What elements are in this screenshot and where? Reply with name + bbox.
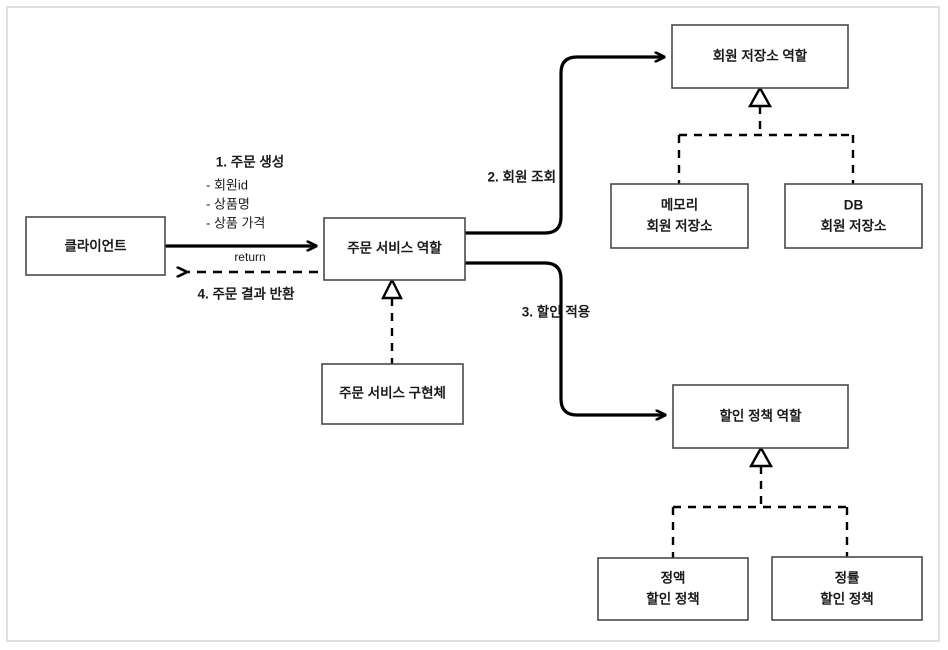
step1-detail-item-name: - 상품명 — [206, 196, 250, 211]
flow-arrow-step2-find-member — [465, 57, 664, 235]
realization-triangle-order-service — [381, 277, 403, 300]
step1-detail-item-price: - 상품 가격 — [206, 215, 265, 230]
node-fixed-discount-policy[interactable]: 정액 할인 정책 — [597, 557, 749, 621]
realization-triangle-discount-policy — [748, 445, 774, 468]
step-label-1-create-order: 1. 주문 생성 — [216, 155, 284, 170]
step-label-4-return-result: 4. 주문 결과 반환 — [197, 286, 295, 302]
node-client-label: 클라이언트 — [64, 238, 127, 254]
diagram-frame — [6, 6, 940, 642]
node-order-service-impl-box[interactable] — [321, 363, 464, 425]
node-member-repository-role[interactable]: 회원 저장소 역할 — [671, 24, 849, 89]
node-order-service-impl[interactable]: 주문 서비스 구현체 — [321, 363, 464, 425]
node-order-service-role-box[interactable] — [323, 217, 466, 281]
node-fixed-discount-policy-box[interactable] — [597, 557, 749, 621]
node-memory-member-repository-label-line1: 메모리 — [661, 198, 698, 213]
node-client-box[interactable] — [25, 216, 166, 276]
node-db-member-repository-box[interactable] — [784, 183, 923, 249]
node-rate-discount-policy-label-line1: 정률 — [835, 570, 860, 586]
node-rate-discount-policy[interactable]: 정률 할인 정책 — [771, 556, 923, 621]
node-discount-policy-role-box[interactable] — [672, 384, 849, 449]
step1-detail-member-id: - 회원id — [206, 177, 248, 192]
node-db-member-repository[interactable]: DB 회원 저장소 — [784, 183, 923, 249]
node-memory-member-repository-label-line2: 회원 저장소 — [647, 218, 713, 234]
node-db-member-repository-label-line1: DB — [844, 198, 864, 213]
node-fixed-discount-policy-label-line1: 정액 — [661, 570, 686, 586]
node-memory-member-repository[interactable]: 메모리 회원 저장소 — [610, 183, 749, 249]
node-discount-policy-role[interactable]: 할인 정책 역할 — [672, 384, 849, 449]
node-db-member-repository-label-line2: 회원 저장소 — [821, 218, 887, 234]
node-member-repository-role-box[interactable] — [671, 24, 849, 89]
node-order-service-role-label: 주문 서비스 역할 — [347, 240, 442, 256]
node-order-service-impl-label: 주문 서비스 구현체 — [339, 386, 446, 401]
node-discount-policy-role-label: 할인 정책 역할 — [719, 408, 802, 424]
node-rate-discount-policy-label-line2: 할인 정책 — [820, 591, 873, 607]
flow-arrow-step3-apply-discount — [465, 261, 665, 415]
step-label-2-find-member: 2. 회원 조회 — [488, 170, 556, 185]
node-rate-discount-policy-box[interactable] — [771, 556, 923, 621]
node-member-repository-role-label: 회원 저장소 역할 — [713, 48, 808, 64]
node-fixed-discount-policy-label-line2: 할인 정책 — [646, 591, 699, 607]
node-client[interactable]: 클라이언트 — [25, 216, 166, 276]
node-order-service-role[interactable]: 주문 서비스 역할 — [323, 217, 466, 281]
return-label: return — [234, 250, 265, 264]
node-memory-member-repository-box[interactable] — [610, 183, 749, 249]
step-label-3-apply-discount: 3. 할인 적용 — [522, 304, 590, 320]
realization-triangle-member-repository — [747, 85, 773, 108]
